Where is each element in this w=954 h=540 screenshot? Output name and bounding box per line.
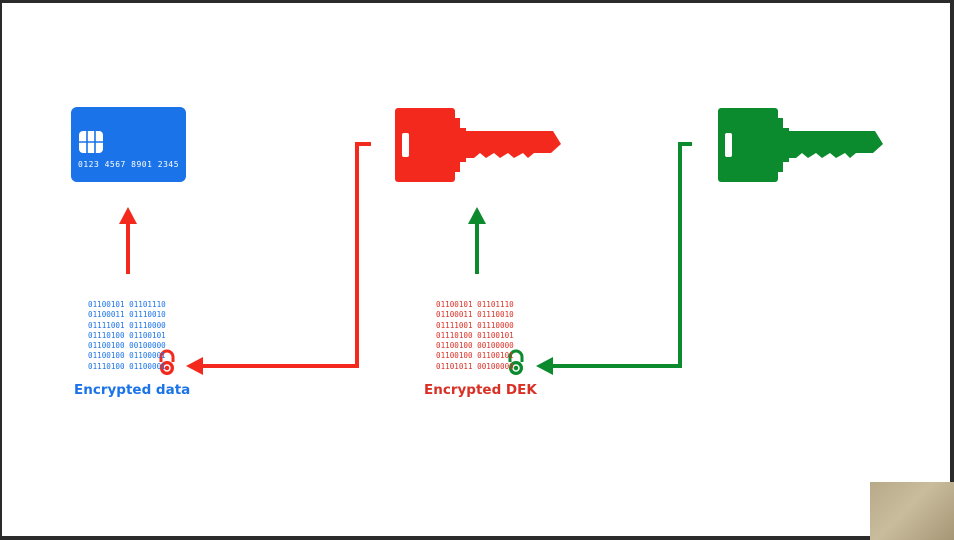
binary-row: 01111001 01110000 — [88, 320, 166, 330]
binary-row: 01110100 01100101 — [436, 330, 514, 340]
green-key-icon — [718, 108, 883, 182]
binary-row: 01100100 00100000 — [436, 341, 514, 351]
binary-row: 01100100 01100001 — [88, 351, 166, 361]
binary-row: 01111001 01110000 — [436, 320, 514, 330]
card-number: 0123 4567 8901 2345 — [78, 160, 180, 169]
encrypted-data-label: Encrypted data — [74, 382, 191, 398]
red-key-icon — [395, 108, 561, 182]
card-chip-icon — [79, 131, 103, 153]
binary-row: 01110100 01100101 — [88, 330, 166, 340]
credit-card-icon: 0123 4567 8901 2345 — [71, 107, 186, 182]
binary-row: 01100101 01101110 — [436, 300, 514, 309]
up-arrow-red — [119, 207, 137, 274]
red-connector-arrow — [186, 142, 371, 375]
encrypted-dek-label: Encrypted DEK — [424, 382, 537, 398]
binary-row: 01100011 01110010 — [436, 310, 514, 320]
encrypted-data-binary: 01100101 01101110 01100011 01110010 0111… — [88, 300, 166, 372]
green-connector-arrow — [536, 142, 692, 375]
encrypted-dek-binary: 01100101 01101110 01100011 01110010 0111… — [436, 300, 514, 372]
video-thumbnail — [870, 482, 954, 540]
binary-row: 01100101 01101110 — [88, 300, 166, 309]
binary-row: 01100011 01110010 — [88, 310, 166, 320]
binary-row: 01110100 01100001 — [88, 361, 166, 371]
up-arrow-green — [468, 207, 486, 274]
binary-row: 01100100 00100000 — [88, 341, 166, 351]
padlock-icon-green — [508, 349, 524, 375]
padlock-icon-red — [159, 349, 175, 375]
binary-row: 01100100 01100101 — [436, 351, 514, 361]
binary-row: 01101011 00100000 — [436, 361, 514, 371]
